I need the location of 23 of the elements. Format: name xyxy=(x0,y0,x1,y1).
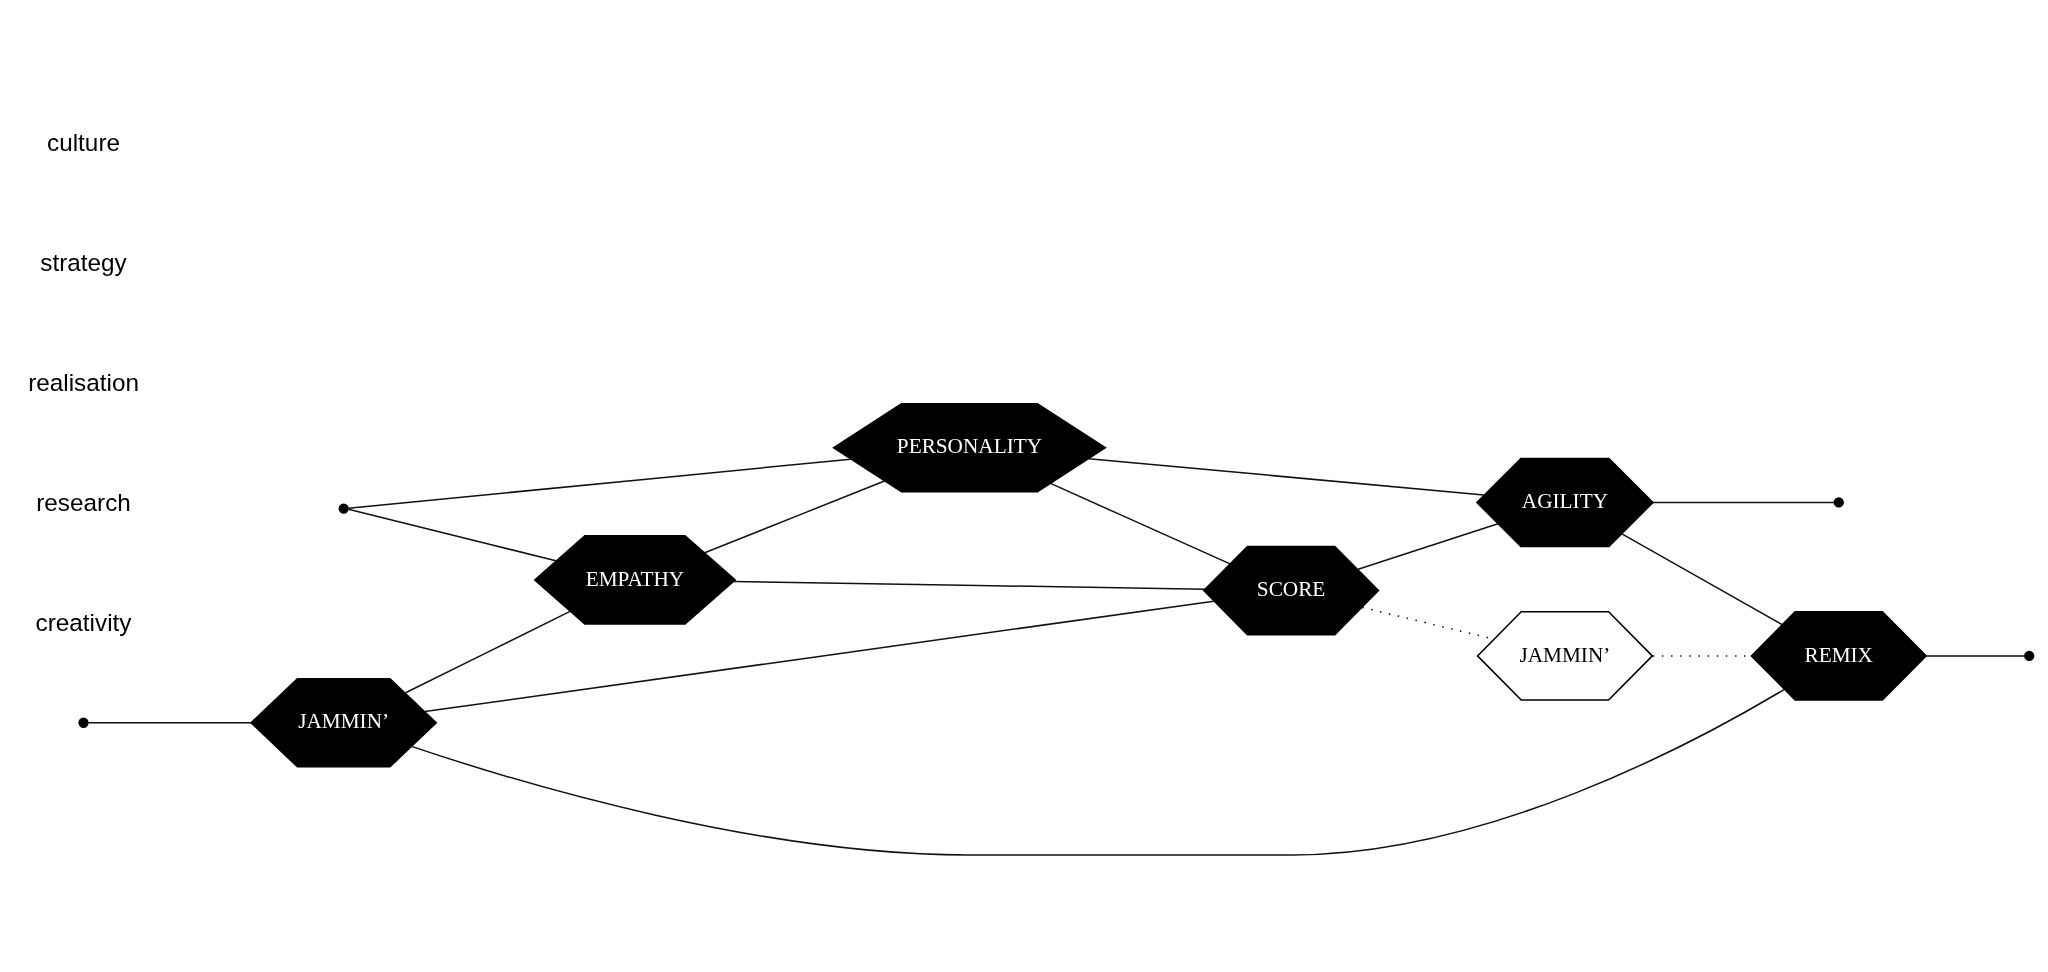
connector xyxy=(1621,532,1783,625)
connector xyxy=(404,610,571,694)
connector xyxy=(1087,457,1485,496)
label: culture xyxy=(47,128,120,156)
connector xyxy=(732,580,1206,590)
node-circle xyxy=(2024,650,2035,661)
connector xyxy=(347,457,852,509)
label: strategy xyxy=(40,248,127,276)
node-circle xyxy=(338,502,349,514)
node-circle xyxy=(1833,496,1844,508)
connector xyxy=(1049,482,1231,565)
connector xyxy=(347,508,557,561)
connector xyxy=(1925,654,2026,657)
connector xyxy=(410,688,1785,856)
connector xyxy=(703,479,886,553)
connector xyxy=(1652,501,1835,503)
connector xyxy=(1357,522,1499,570)
connector xyxy=(424,599,1215,712)
label: research xyxy=(36,488,131,516)
node-circle xyxy=(78,717,89,728)
label: realisation xyxy=(28,368,139,396)
label: creativity xyxy=(35,608,132,636)
connector xyxy=(87,721,253,723)
